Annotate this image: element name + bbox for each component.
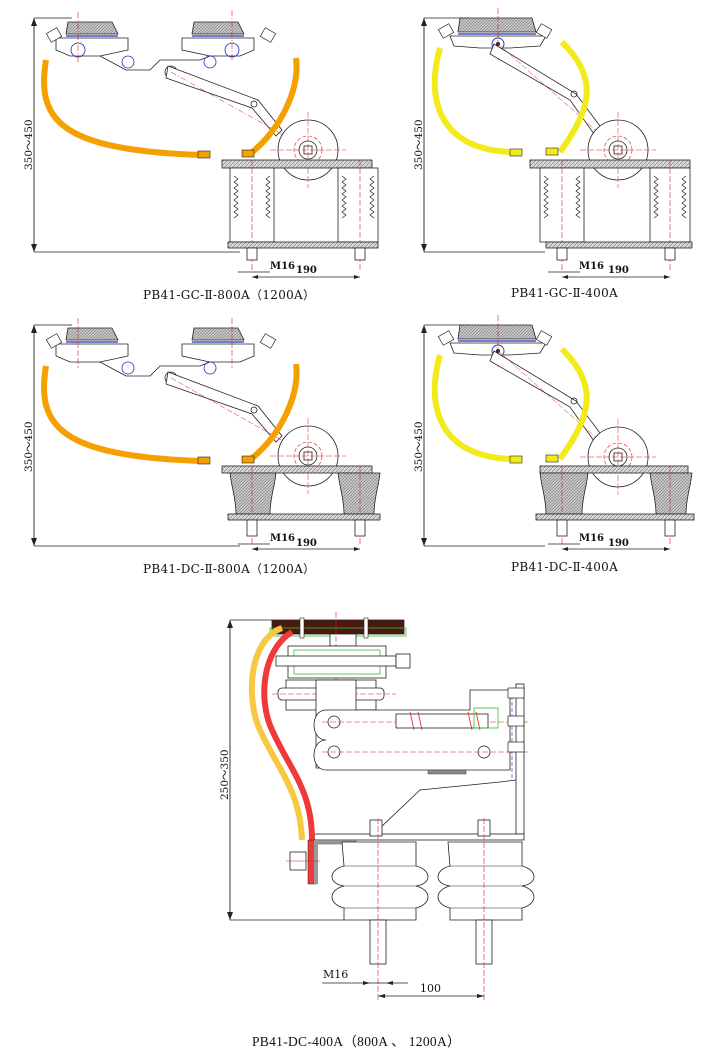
insulator-left [229, 160, 275, 270]
caption-dc-800: PB41-DC-Ⅱ-800A（1200A） [143, 562, 316, 576]
insulator-right [437, 818, 535, 1000]
height-dimension-label: 350～450 [413, 421, 425, 472]
bolt-size-label: M16 [323, 968, 349, 981]
caption-dc-400: PB41-DC-Ⅱ-400A [511, 560, 619, 574]
panel-gc-400 [421, 8, 693, 279]
bolt-size-label: M16 [579, 261, 604, 272]
bolt-size-label: M16 [270, 261, 295, 272]
height-dimension-label: 350～450 [413, 119, 425, 170]
spacing-dimension-label: 190 [296, 538, 317, 549]
panel-dc-400 [421, 315, 695, 551]
flexible-cable [41, 365, 201, 464]
flexible-cable [248, 625, 305, 841]
panel-dc-800 [31, 318, 381, 551]
spacing-dimension-label: 100 [420, 982, 441, 995]
insulator-left [331, 818, 429, 1000]
spacing-dimension-label: 190 [608, 538, 629, 549]
bolt-size-label: M16 [270, 533, 295, 544]
caption-gc-400: PB41-GC-Ⅱ-400A [511, 286, 619, 300]
panel-dc-400-compact [227, 612, 535, 1000]
bolt-size-label: M16 [579, 533, 604, 544]
height-dimension-label: 350～450 [23, 421, 35, 472]
flexible-cable [431, 47, 513, 155]
collector-shoe-left [45, 12, 129, 62]
panel-gc-800 [31, 10, 379, 279]
caption-gc-800: PB41-GC-Ⅱ-800A（1200A） [143, 288, 316, 302]
collector-shoe-right [181, 10, 277, 62]
flexible-cable [431, 354, 513, 462]
insulator-right [337, 160, 379, 270]
spacing-dimension-label: 190 [296, 265, 317, 276]
height-dimension-label: 250～350 [219, 749, 231, 800]
height-dimension-label: 350～450 [23, 119, 35, 170]
flexible-cable [41, 59, 201, 158]
spacing-dimension-label: 190 [608, 265, 629, 276]
caption-dc-400-compact: PB41-DC-400A（800A 、 1200A） [252, 1034, 461, 1049]
